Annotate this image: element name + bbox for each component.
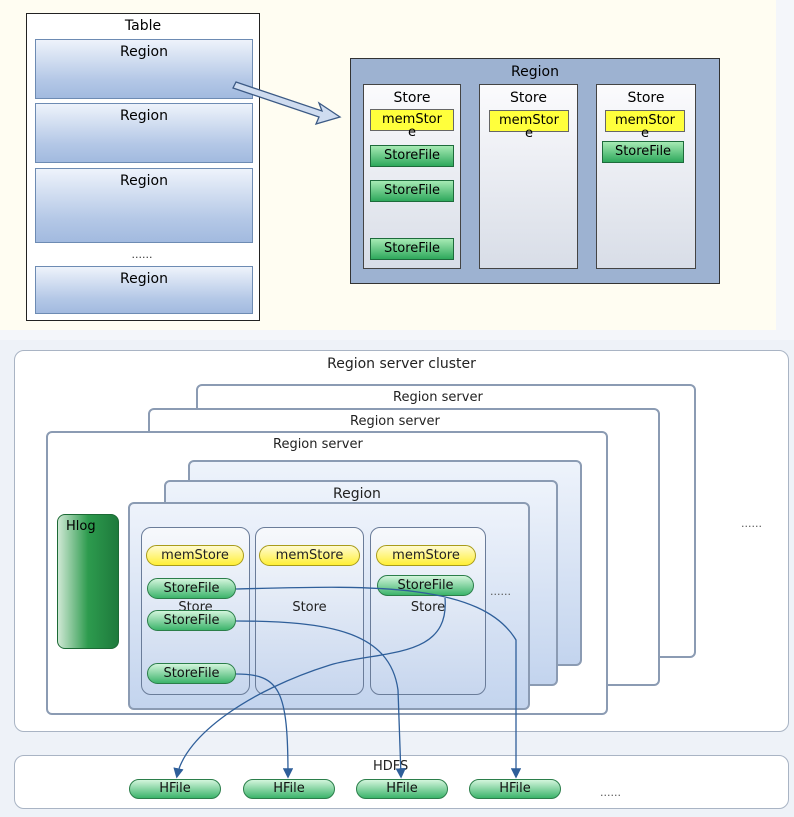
bottom-store-1-storefile-3: StoreFile [147, 663, 236, 684]
region-detail-title: Region [511, 64, 559, 80]
cluster-ellipsis: ...... [741, 517, 762, 530]
top-store-1-storefile-2: StoreFile [370, 180, 454, 202]
top-store-1: Store memStor e StoreFile StoreFile Stor… [363, 84, 461, 269]
region-expand-arrow-shape [232, 81, 342, 126]
top-store-3-label: Store [627, 90, 665, 106]
top-store-1-storefile-1: StoreFile [370, 145, 454, 167]
top-store-1-memstore: memStor e [370, 109, 454, 139]
bottom-store-3-label: Store [410, 600, 446, 615]
region-detail-box: Region Store memStor e StoreFile StoreFi… [350, 58, 720, 284]
table-title: Table [124, 18, 162, 34]
top-store-3: Store memStor e StoreFile [596, 84, 696, 269]
table-region-2: Region [35, 103, 253, 163]
arrow-storefile3-to-hfile2 [235, 673, 294, 779]
region-server-middle-title: Region server [350, 414, 440, 429]
hlog-cylinder: Hlog [57, 514, 119, 649]
table-region-3: Region [35, 168, 253, 243]
top-store-3-memstore: memStor e [605, 110, 685, 140]
hfile-2: HFile [243, 779, 335, 799]
bottom-store-2-memstore: memStore [259, 545, 360, 566]
hdfs-ellipsis: ...... [600, 786, 621, 799]
bottom-store-3-memstore: memStore [376, 545, 476, 566]
table-box: Table Region Region Region ...... Region [26, 13, 260, 321]
bottom-store-1-memstore: memStore [146, 545, 244, 566]
hfile-1: HFile [129, 779, 221, 799]
hfile-4: HFile [469, 779, 561, 799]
bottom-store-2-label: Store [292, 600, 327, 615]
cluster-title: Region server cluster [327, 356, 476, 372]
region-server-back-title: Region server [393, 390, 483, 405]
top-store-2: Store memStor e [479, 84, 578, 269]
arrow-storefile2-to-hfile3 [235, 620, 406, 779]
table-region-4: Region [35, 266, 253, 314]
region-server-front-title: Region server [273, 437, 363, 452]
top-store-3-storefile-1: StoreFile [602, 141, 684, 163]
hlog-label: Hlog [66, 519, 96, 534]
region-stack-title: Region [333, 486, 381, 502]
table-region-1: Region [35, 39, 253, 99]
arrow-storefile1-to-hfile4 [235, 586, 522, 779]
bottom-store-1-storefile-2: StoreFile [147, 610, 236, 631]
bottom-store-1-storefile-1: StoreFile [147, 578, 236, 599]
top-store-1-label: Store [393, 90, 431, 106]
store-ellipsis: ...... [490, 585, 511, 598]
bottom-store-3-storefile-1: StoreFile [377, 575, 474, 596]
hfile-3: HFile [356, 779, 448, 799]
top-store-2-memstore: memStor e [489, 110, 569, 140]
table-ellipsis: ...... [131, 248, 153, 261]
arrow-store3-storefile-to-hfile1 [173, 597, 446, 779]
top-store-1-storefile-3: StoreFile [370, 238, 454, 260]
top-store-2-label: Store [509, 90, 547, 106]
